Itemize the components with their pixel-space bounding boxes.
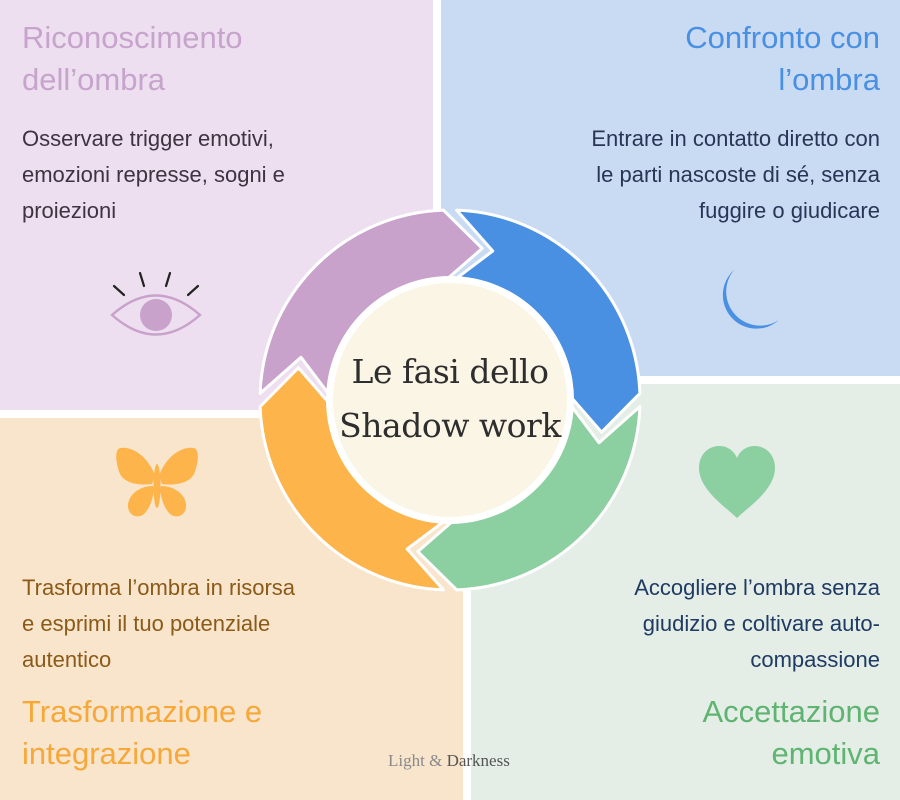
acceptance-desc-line2: giudizio e coltivare auto- <box>642 611 880 636</box>
brand-watermark: Light & Darkness <box>388 751 510 771</box>
transformation-desc-line1: Trasforma l’ombra in risorsa <box>22 575 296 600</box>
acceptance-title-line2: emotiva <box>771 736 880 771</box>
transformation-title-line2: integrazione <box>22 736 191 771</box>
recognition-desc-line2: emozioni represse, sogni e <box>22 162 285 187</box>
butterfly-icon <box>116 447 198 517</box>
acceptance-description: Accogliere l’ombra senza giudizio e colt… <box>520 570 880 678</box>
recognition-desc-line3: proiezioni <box>22 198 117 223</box>
confrontation-desc-line3: fuggire o giudicare <box>698 198 880 223</box>
transformation-title-line1: Trasformazione e <box>22 694 263 729</box>
transformation-description: Trasforma l’ombra in risorsa e esprimi i… <box>22 570 422 678</box>
watermark-light: Light & <box>388 751 447 770</box>
recognition-title-line1: Riconoscimento <box>22 20 243 55</box>
confrontation-title: Confronto con l’ombra <box>685 17 880 101</box>
recognition-title-line2: dell’ombra <box>22 62 166 97</box>
acceptance-title: Accettazione emotiva <box>703 691 881 775</box>
center-title-line2: Shadow work <box>339 406 561 445</box>
transformation-title: Trasformazione e integrazione <box>22 691 262 775</box>
confrontation-title-line1: Confronto con <box>685 20 880 55</box>
watermark-dark: Darkness <box>446 751 510 770</box>
confrontation-desc-line1: Entrare in contatto diretto con <box>591 126 880 151</box>
confrontation-desc-line2: le parti nascoste di sé, senza <box>596 162 880 187</box>
recognition-title: Riconoscimento dell’ombra <box>22 17 243 101</box>
confrontation-title-line2: l’ombra <box>778 62 880 97</box>
transformation-desc-line3: autentico <box>22 647 112 672</box>
cycle-center-circle <box>333 283 567 517</box>
acceptance-desc-line3: compassione <box>750 647 880 672</box>
confrontation-description: Entrare in contatto diretto con le parti… <box>460 121 880 229</box>
eye-icon <box>110 271 202 336</box>
acceptance-title-line1: Accettazione <box>702 694 881 729</box>
recognition-description: Osservare trigger emotivi, emozioni repr… <box>22 121 422 229</box>
recognition-desc-line1: Osservare trigger emotivi, <box>22 126 274 151</box>
center-title-line1: Le fasi dello <box>351 352 549 391</box>
acceptance-desc-line1: Accogliere l’ombra senza <box>634 575 880 600</box>
center-title: Le fasi dello Shadow work <box>320 345 580 453</box>
heart-icon <box>699 446 775 518</box>
transformation-desc-line2: e esprimi il tuo potenziale <box>22 611 271 636</box>
